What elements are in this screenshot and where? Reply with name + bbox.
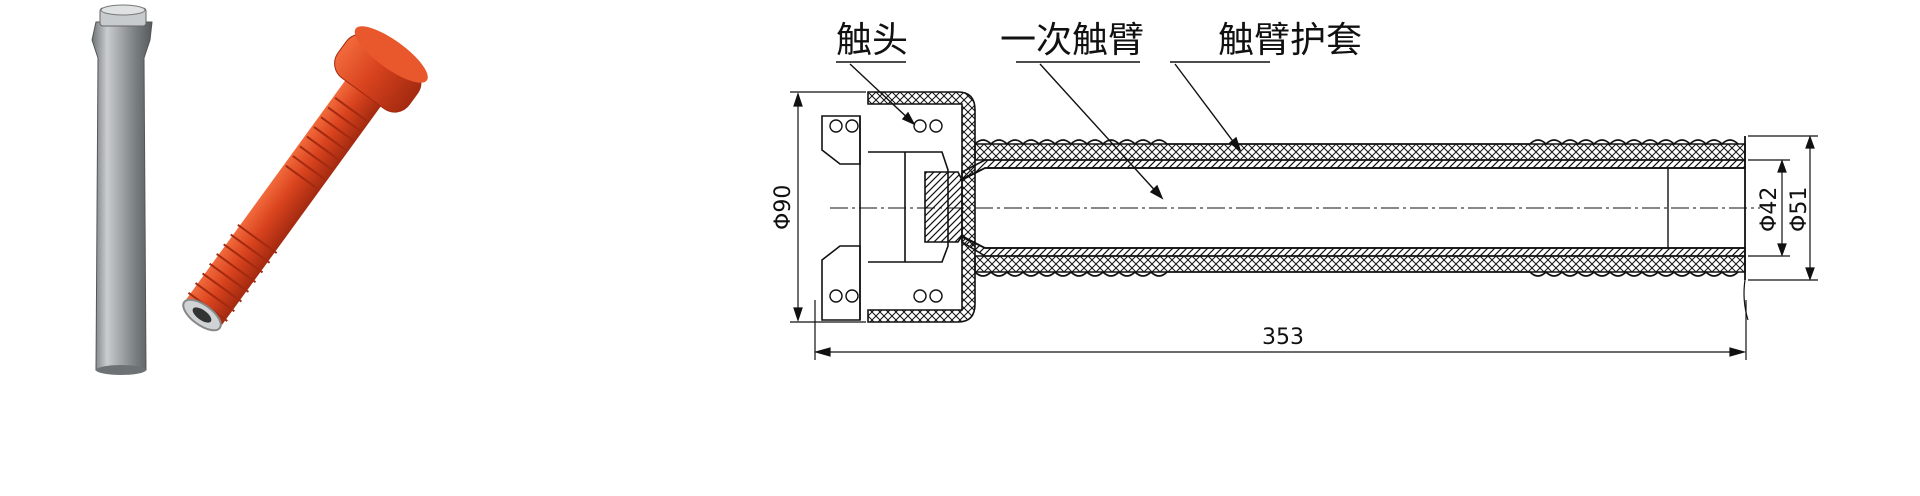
dim-inner-diameter: Φ42 — [1757, 187, 1782, 232]
contact-flange-upper — [821, 115, 861, 165]
contact-flange-lower — [821, 245, 861, 321]
insulated-contact-arm-photo — [182, 26, 428, 332]
contact-arm-section-drawing — [821, 91, 1760, 323]
metal-contact-rod-photo — [91, 4, 153, 375]
leader-lines — [836, 61, 1270, 200]
dim-outer-diameter: Φ51 — [1787, 187, 1812, 232]
label-contact: 触头 — [836, 20, 908, 61]
contact-bolt-holes — [829, 119, 943, 303]
dim-flange-diameter: Φ90 — [771, 185, 796, 230]
dimension-lines — [790, 91, 1818, 360]
dim-total-length: 353 — [1262, 325, 1304, 350]
label-arm-sleeve: 触臂护套 — [1218, 20, 1362, 61]
contact-cap-wall — [867, 91, 976, 323]
label-primary-contact-arm: 一次触臂 — [1000, 20, 1144, 61]
